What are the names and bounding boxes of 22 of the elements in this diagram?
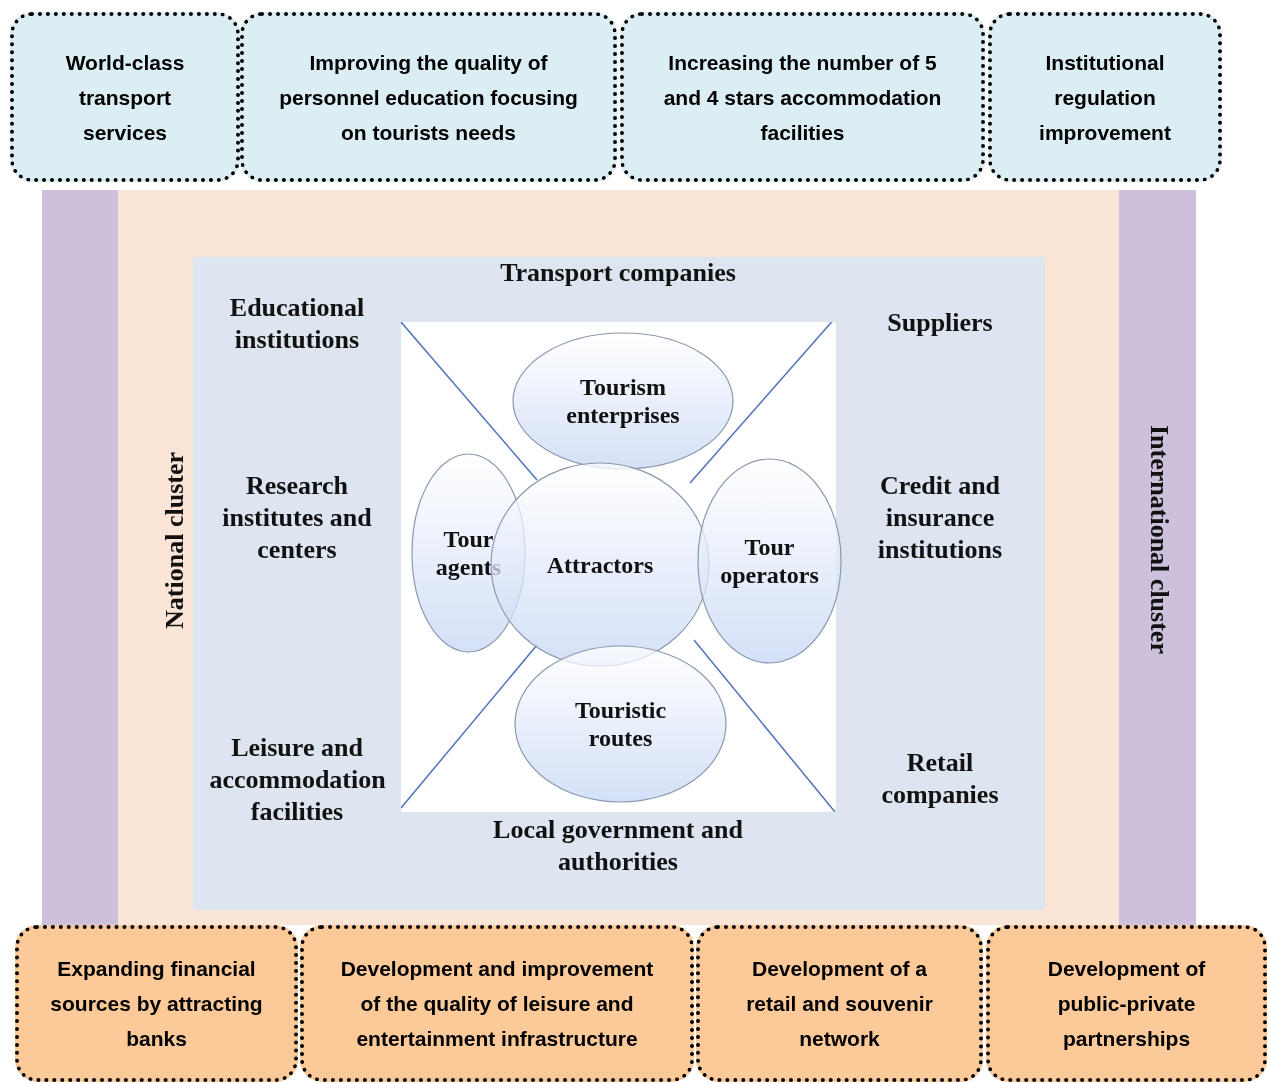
goal-box: Development of public-private partnerships <box>986 925 1267 1082</box>
goal-box: Improving the quality of personnel education focusing on tourists needs <box>240 12 617 182</box>
stakeholder-label: Leisure and accommodation facilities <box>209 732 385 828</box>
cluster-title: International cluster <box>1144 425 1174 654</box>
component-ellipse: Tour operators <box>697 458 842 664</box>
goal-box: Development of a retail and souvenir network <box>696 925 983 1082</box>
cluster-area <box>193 257 1045 910</box>
goal-box: World-class transport services <box>10 12 240 182</box>
stakeholder-label: Local government and authorities <box>492 814 744 878</box>
stakeholder-label: Transport companies <box>499 257 737 289</box>
goal-box: Institutional regulation improvement <box>988 12 1222 182</box>
component-ellipse: Tourism enterprises <box>512 332 734 470</box>
stakeholder-label: Retail companies <box>880 747 1000 811</box>
goal-box: Expanding financial sources by attracting banks <box>15 925 298 1082</box>
stakeholder-label: Research institutes and centers <box>221 470 373 566</box>
cluster-title: National cluster <box>160 452 190 629</box>
stakeholder-label: Credit and insurance institutions <box>876 470 1004 566</box>
stakeholder-label: Educational institutions <box>228 292 366 356</box>
goal-box: Increasing the number of 5 and 4 stars accommodation facilities <box>620 12 985 182</box>
stakeholder-label: Suppliers <box>886 307 994 339</box>
component-ellipse: Touristic routes <box>514 645 727 803</box>
goal-box: Development and improvement of the quality of leisure and entertainment infrastructure <box>300 925 694 1082</box>
